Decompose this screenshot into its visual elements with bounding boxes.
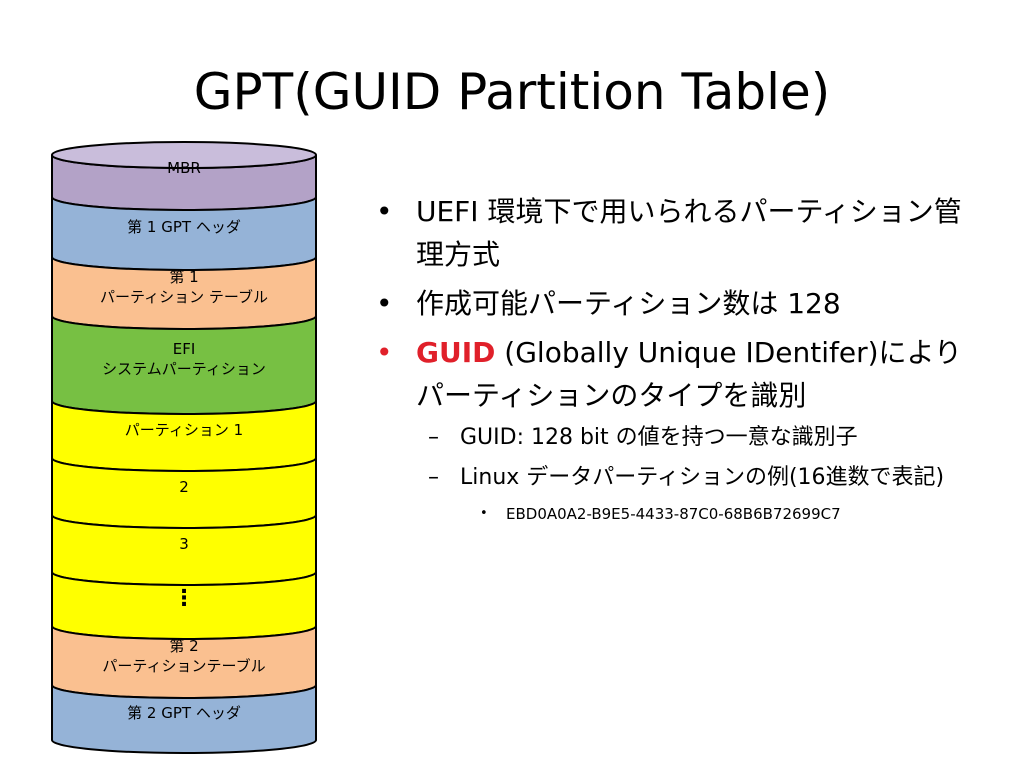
bullet-item: • GUID (Globally Unique IDentifer)によりパーテ…	[376, 331, 976, 417]
disk-segment-label: 3	[179, 534, 189, 553]
disk-segment-label: 第 2	[169, 636, 199, 655]
bullet-text: 作成可能パーティション数は 128	[416, 287, 841, 320]
disk-bands	[51, 154, 317, 754]
bullet-mark: •	[376, 287, 393, 320]
disk-top-cap	[51, 141, 317, 169]
sub-bullet-text: GUID: 128 bit の値を持つ一意な識別子	[460, 425, 858, 450]
disk-segment-label: 2	[179, 477, 189, 496]
disk-segment-label: 第 2 GPT ヘッダ	[127, 703, 241, 722]
bullet-text: UEFI 環境下で用いられるパーティション管理方式	[416, 195, 962, 271]
guid-highlight: GUID	[416, 336, 496, 369]
disk-segment-label: 第 1	[169, 267, 199, 286]
disk-segment-label: ⋮	[173, 586, 195, 611]
bullet-list: • UEFI 環境下で用いられるパーティション管理方式 • 作成可能パーティショ…	[376, 190, 976, 525]
sub-bullet-item: – Linux データパーティションの例(16進数で表記)	[376, 463, 976, 493]
disk-segment-label: パーティション 1	[124, 420, 244, 439]
bullet-text: (Globally Unique IDentifer)によりパーティションのタイ…	[416, 336, 962, 412]
disk-segment-label: MBR	[167, 159, 201, 177]
disk-segment-label: パーティションテーブル	[102, 656, 266, 675]
bullet-mark: •	[376, 195, 393, 228]
sub-sub-bullet-item: • EBD0A0A2-B9E5-4433-87C0-68B6B72699C7	[376, 503, 976, 525]
dash-mark: –	[428, 465, 439, 490]
guid-example: EBD0A0A2-B9E5-4433-87C0-68B6B72699C7	[506, 505, 841, 523]
disk-segment-label: システムパーティション	[102, 359, 266, 378]
sub-bullet-item: – GUID: 128 bit の値を持つ一意な識別子	[376, 423, 976, 453]
bullet-mark: •	[376, 336, 393, 369]
bullet-item: • 作成可能パーティション数は 128	[376, 282, 976, 325]
disk-segment-label: EFI	[172, 339, 196, 358]
sub-bullet-text: Linux データパーティションの例(16進数で表記)	[460, 465, 945, 490]
slide-title: GPT(GUID Partition Table)	[193, 63, 831, 121]
bullet-mark: •	[480, 506, 488, 521]
bullet-item: • UEFI 環境下で用いられるパーティション管理方式	[376, 190, 976, 276]
disk-segment-label: パーティション テーブル	[100, 287, 268, 306]
disk-segment-label: 第 1 GPT ヘッダ	[127, 218, 241, 236]
disk-segment	[51, 684, 317, 754]
disk-outline	[51, 141, 317, 169]
dash-mark: –	[428, 425, 439, 450]
